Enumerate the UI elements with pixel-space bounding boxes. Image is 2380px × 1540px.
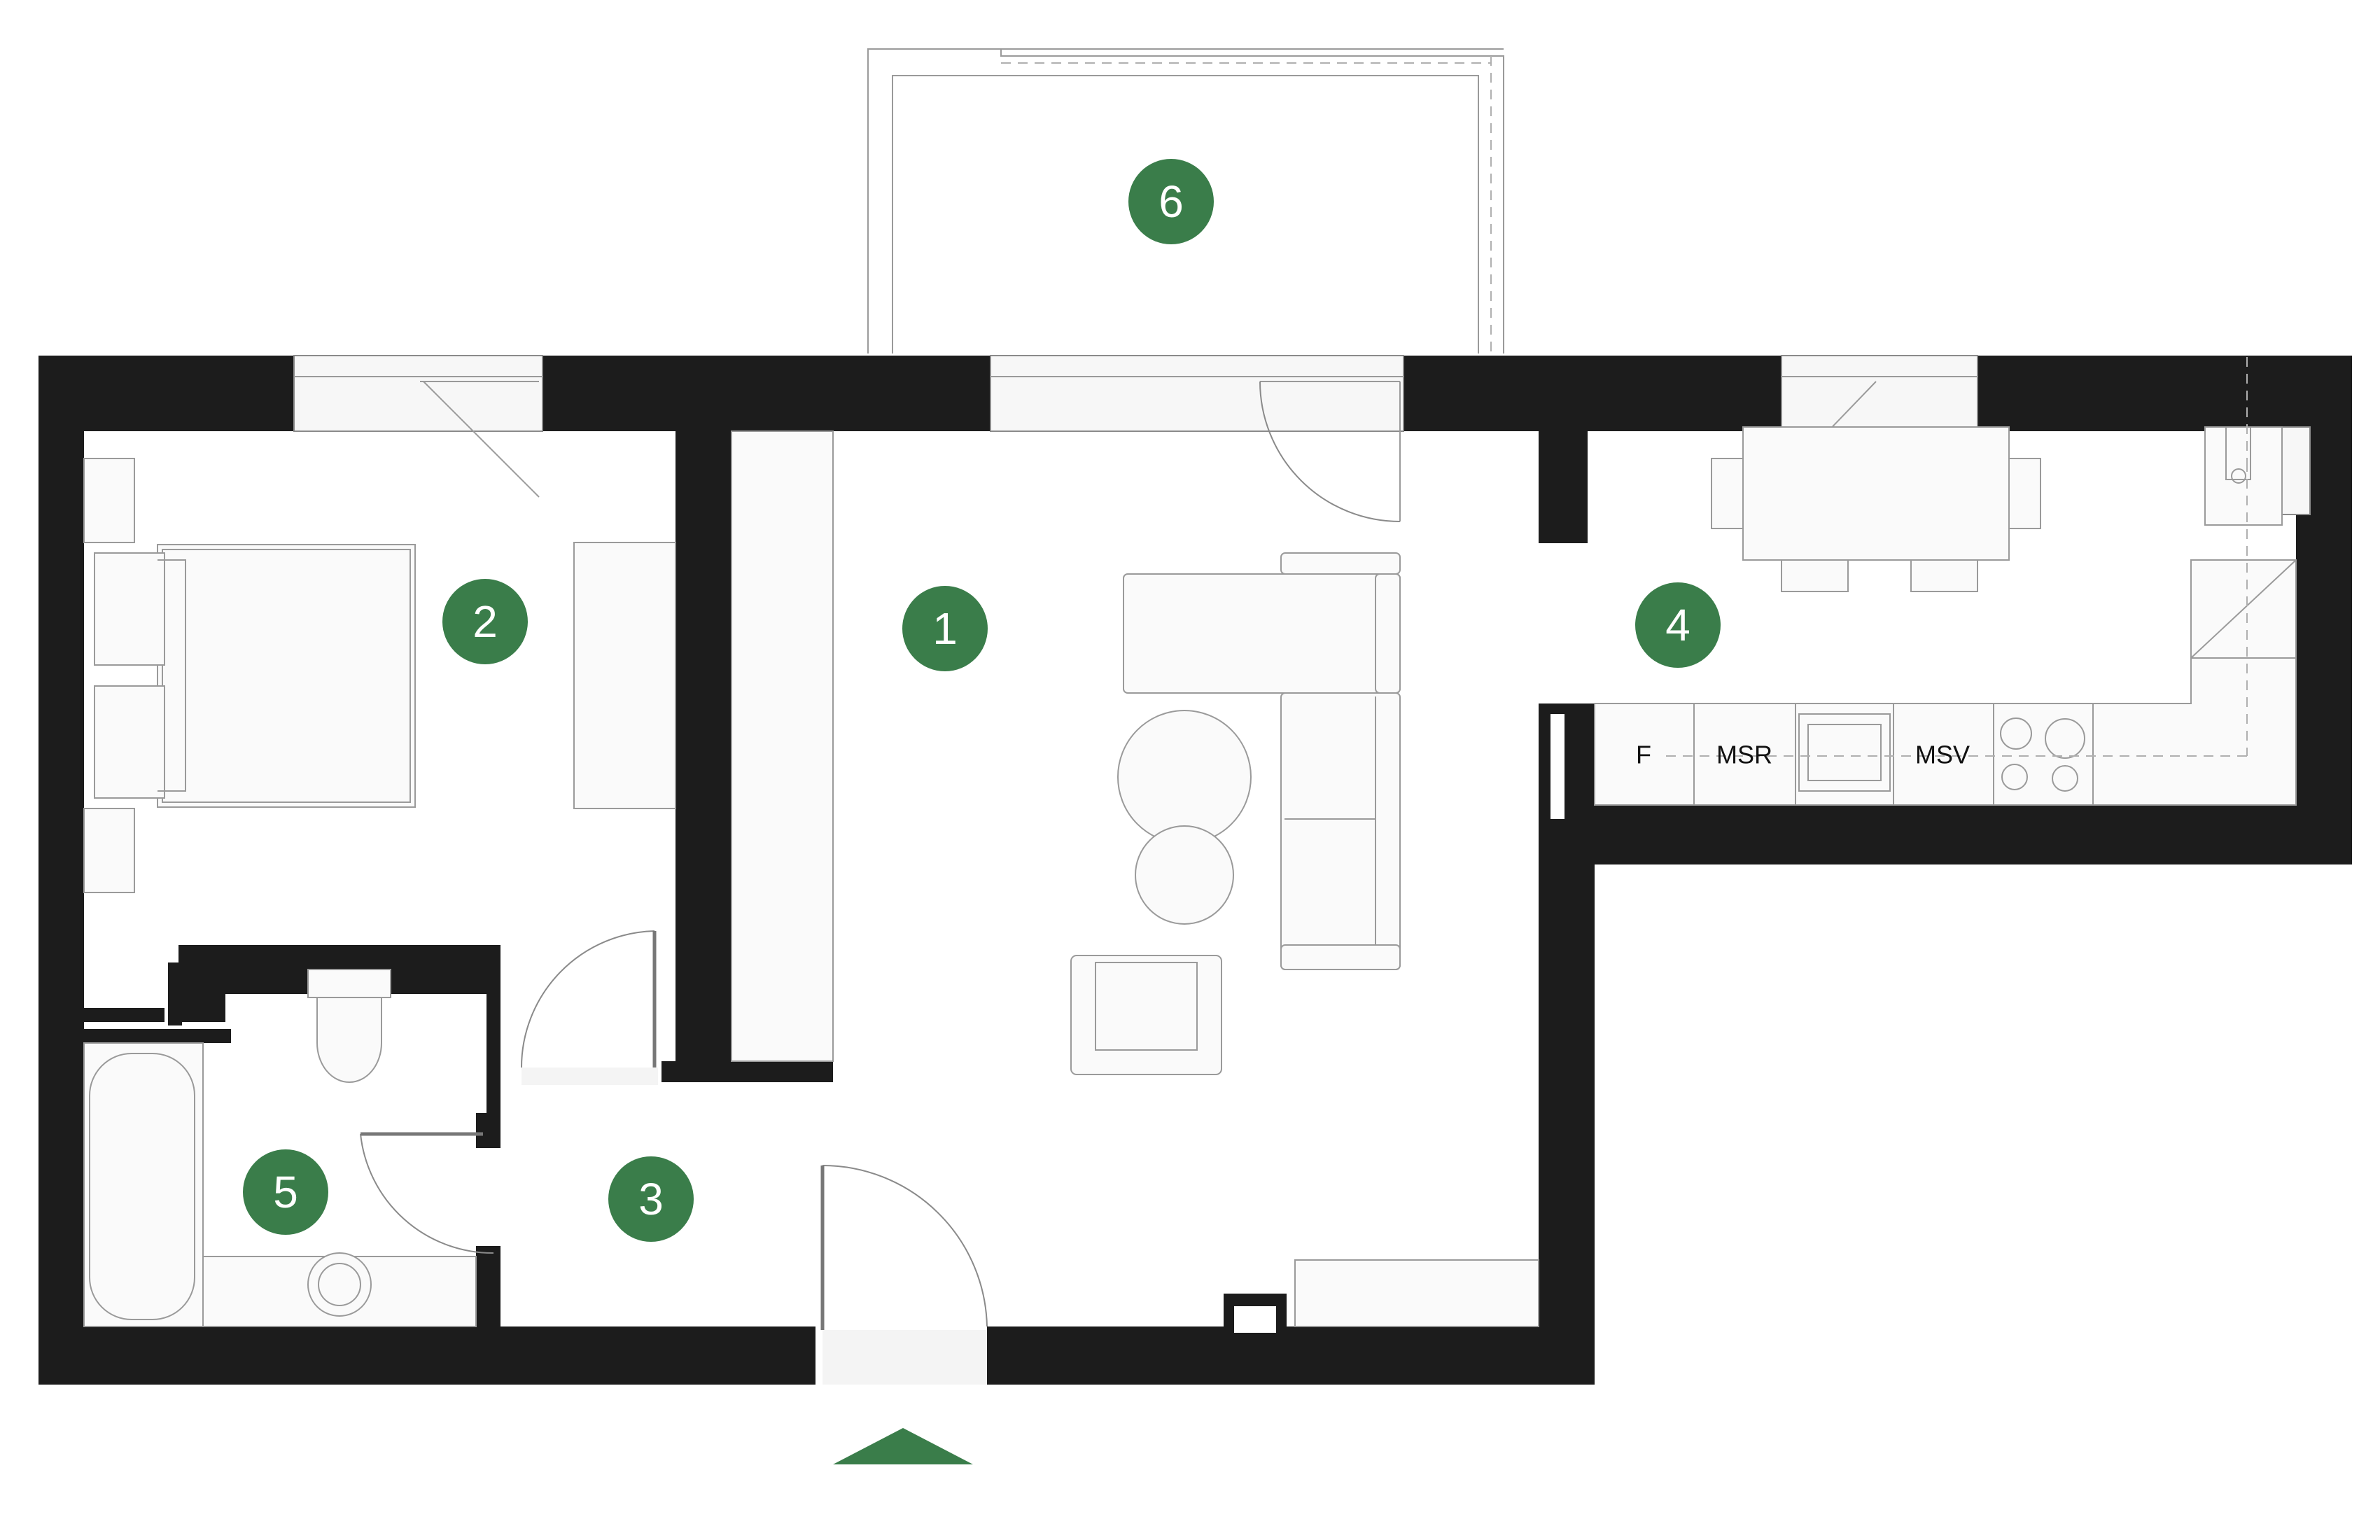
dishwasher-label: MSR bbox=[1716, 741, 1772, 769]
room-marker-1: 1 bbox=[902, 586, 988, 671]
room-marker-5-label: 5 bbox=[273, 1167, 298, 1217]
fridge-label: F bbox=[1636, 741, 1651, 769]
room-marker-2: 2 bbox=[442, 579, 528, 664]
bedroom-furniture bbox=[83, 458, 676, 893]
tall-cabinet bbox=[731, 430, 834, 1062]
room-marker-6: 6 bbox=[1128, 159, 1214, 244]
living-window bbox=[990, 355, 1404, 432]
armchair bbox=[1070, 955, 1222, 1075]
chair bbox=[1910, 559, 1978, 592]
room-marker-5: 5 bbox=[243, 1149, 328, 1235]
room-marker-6-label: 6 bbox=[1158, 176, 1184, 227]
room-marker-2-label: 2 bbox=[472, 596, 498, 647]
washing-machine-label: MSV bbox=[1915, 741, 1970, 769]
sink bbox=[307, 1252, 372, 1317]
room-marker-1-label: 1 bbox=[932, 603, 958, 654]
entrance-arrow-icon bbox=[833, 1428, 973, 1464]
chair bbox=[1711, 458, 1744, 529]
nightstand-top bbox=[83, 458, 135, 543]
cooktop bbox=[2000, 718, 2085, 792]
kitchen-window bbox=[1781, 355, 1978, 432]
pillow bbox=[94, 552, 165, 666]
pillow bbox=[94, 685, 165, 799]
sofa bbox=[1280, 692, 1401, 970]
dining-table bbox=[1742, 426, 2010, 561]
bedroom-window bbox=[293, 355, 543, 432]
nightstand-bottom bbox=[83, 808, 135, 893]
room-marker-3: 3 bbox=[608, 1156, 694, 1242]
bathroom-fixtures bbox=[83, 969, 494, 1327]
coffee-table bbox=[1117, 710, 1252, 844]
balcony bbox=[867, 48, 1504, 354]
hall-doors bbox=[521, 930, 988, 1385]
wardrobe bbox=[573, 542, 676, 809]
kitchen-sink bbox=[1798, 713, 1891, 792]
room-markers: 1 2 3 4 5 6 bbox=[243, 159, 1721, 1242]
bed bbox=[157, 544, 416, 808]
toilet-tank bbox=[307, 969, 391, 998]
room-marker-3-label: 3 bbox=[638, 1174, 664, 1224]
side-table bbox=[1135, 825, 1234, 925]
walls bbox=[38, 356, 2352, 1385]
chair bbox=[2008, 458, 2041, 529]
tv-bench bbox=[1294, 1259, 1539, 1327]
tall-unit bbox=[2204, 426, 2283, 526]
room-marker-4-label: 4 bbox=[1665, 600, 1690, 650]
living-furniture bbox=[731, 430, 1539, 1327]
toilet-bowl bbox=[316, 997, 382, 1083]
bathtub bbox=[83, 1042, 204, 1327]
chair bbox=[1781, 559, 1849, 592]
room-marker-4: 4 bbox=[1635, 582, 1721, 668]
kitchen-furniture: F MSR MSV bbox=[1594, 357, 2297, 806]
windows bbox=[293, 355, 2311, 522]
sofa-chaise bbox=[1123, 573, 1401, 694]
kitchen-counter-l bbox=[1594, 657, 2297, 806]
